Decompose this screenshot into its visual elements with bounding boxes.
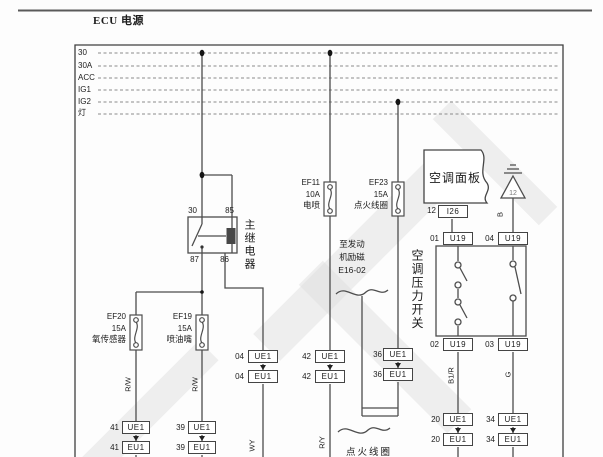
rail-label-30a: 30A — [78, 61, 93, 70]
connector-36-eu1: EU1 — [383, 368, 413, 381]
wire-label-wy: WY — [247, 439, 257, 452]
u19-pin-04: 04 — [485, 234, 494, 243]
connector-i26: I26 — [438, 205, 468, 218]
wire-label-g: G — [503, 371, 513, 378]
connector-41-eu1: EU1 — [122, 441, 150, 454]
fuse-ef23-label: EF23 15A 点火线圈 — [353, 178, 388, 210]
page-title: ECU 电源 — [93, 15, 144, 27]
pin-41-upper: 41 — [110, 423, 119, 432]
ac-panel-label: 空调面板 — [429, 171, 482, 185]
u19-pin-03: 03 — [485, 340, 494, 349]
connector-04-ue1: UE1 — [248, 350, 278, 363]
rail-label-acc: ACC — [78, 73, 95, 82]
pin-20-lower: 20 — [431, 435, 440, 444]
pin-42-lower: 42 — [302, 372, 311, 381]
wire-label-b1r: B1/R — [446, 367, 456, 384]
diagram-border — [74, 44, 564, 457]
connector-39-eu1: EU1 — [188, 441, 216, 454]
pin-04-upper: 04 — [235, 352, 244, 361]
ground-icon — [499, 164, 527, 199]
pin-04-lower: 04 — [235, 372, 244, 381]
connector-34-eu1: EU1 — [498, 433, 528, 446]
rail-label-ig1: IG1 — [78, 85, 91, 94]
fuse-ef19-label: EF19 15A 喷油嘴 — [166, 312, 192, 344]
main-relay-symbol — [187, 216, 238, 254]
junction-dots — [199, 49, 401, 294]
connector-u19-02: U19 — [443, 338, 473, 351]
connector-42-ue1: UE1 — [315, 350, 345, 363]
pin-39-upper: 39 — [176, 423, 185, 432]
connector-41-ue1: UE1 — [122, 421, 150, 434]
pin-34-lower: 34 — [486, 435, 495, 444]
connector-34-ue1: UE1 — [498, 413, 528, 426]
wire-label-rw-39: R/W — [190, 377, 200, 392]
pin-20-upper: 20 — [431, 415, 440, 424]
connector-u19-03: U19 — [498, 338, 528, 351]
fuse-ef11-symbol — [323, 181, 337, 217]
connector-20-eu1: EU1 — [443, 433, 473, 446]
connector-39-ue1: UE1 — [188, 421, 216, 434]
fuse-ef19-symbol — [195, 314, 209, 351]
relay-name: 主继电器 — [243, 219, 255, 271]
fuse-ef23-symbol — [391, 181, 405, 217]
relay-pin-86: 86 — [220, 255, 229, 264]
rail-label-lamp: 灯 — [78, 108, 86, 117]
wire-continuation-squiggles — [335, 289, 391, 434]
u19-pin-02: 02 — [430, 340, 439, 349]
ac-pressure-switch-symbol — [435, 245, 527, 337]
pin-36-upper: 36 — [373, 350, 382, 359]
ac-panel-box — [423, 149, 489, 204]
pin-39-lower: 39 — [176, 443, 185, 452]
relay-pin-30: 30 — [188, 206, 197, 215]
pressure-switch-name: 空调压力开关 — [410, 249, 424, 330]
pin-42-upper: 42 — [302, 352, 311, 361]
rail-label-ig2: IG2 — [78, 97, 91, 106]
fuse-ef20-symbol — [129, 314, 143, 351]
connector-u19-01: U19 — [443, 232, 473, 245]
connector-u19-04: U19 — [498, 232, 528, 245]
rail-label-30: 30 — [78, 48, 87, 57]
connector-20-ue1: UE1 — [443, 413, 473, 426]
connector-04-eu1: EU1 — [248, 370, 278, 383]
ac-panel-pin: 12 — [427, 206, 436, 215]
u19-pin-01: 01 — [430, 234, 439, 243]
pin-34-upper: 34 — [486, 415, 495, 424]
pin-36-lower: 36 — [373, 370, 382, 379]
power-rails — [98, 52, 558, 115]
wire-label-rw-41: R/W — [123, 377, 133, 392]
fuse-ef20-label: EF20 15A 氧传感器 — [91, 312, 126, 344]
ignition-coil-label: 点火线圈 — [346, 447, 393, 457]
wire-label-b: B — [495, 212, 505, 218]
connector-arrows — [133, 363, 516, 441]
fuse-ef11-label: EF11 10A 电喷 — [301, 178, 320, 210]
relay-pin-85: 85 — [225, 206, 234, 215]
wire-label-ry: R/Y — [317, 436, 327, 449]
ground-id: 12 — [509, 190, 517, 197]
relay-pin-87: 87 — [190, 255, 199, 264]
pin-41-lower: 41 — [110, 443, 119, 452]
connector-36-ue1: UE1 — [383, 348, 413, 361]
fuse-symbols — [129, 181, 405, 351]
note-e16-02: 至发动 机励磁 E16-02 — [338, 239, 366, 275]
connector-42-eu1: EU1 — [315, 370, 345, 383]
